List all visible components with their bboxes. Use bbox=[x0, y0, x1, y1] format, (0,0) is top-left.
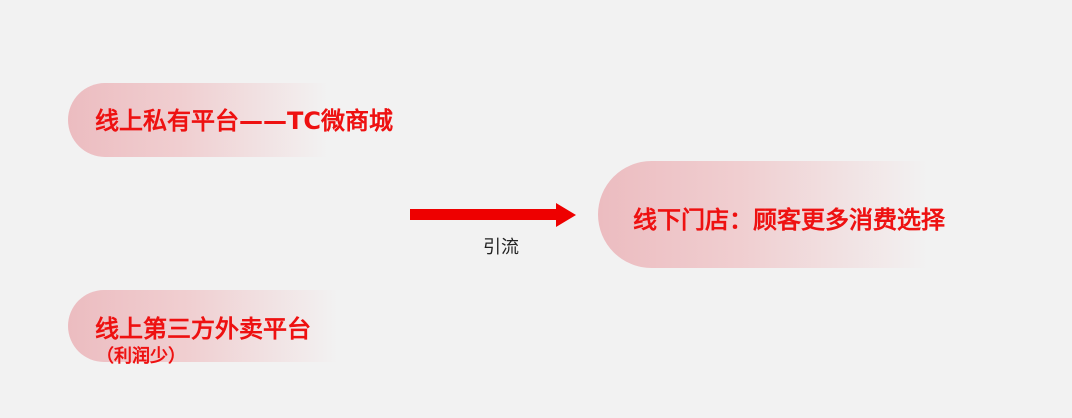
traffic-flow-arrow bbox=[410, 203, 576, 227]
arrow-head bbox=[556, 203, 576, 227]
third-party-platform-sublabel: （利润少） bbox=[96, 346, 186, 367]
offline-store-pill bbox=[598, 161, 928, 268]
third-party-platform-label: 线上第三方外卖平台 bbox=[95, 315, 311, 343]
arrow-shaft bbox=[410, 209, 556, 220]
online-private-platform-label: 线上私有平台——TC微商城 bbox=[95, 107, 393, 135]
third-party-platform-pill bbox=[68, 290, 338, 362]
online-private-platform-pill bbox=[68, 83, 328, 157]
arrow-caption: 引流 bbox=[483, 237, 519, 258]
offline-store-label: 线下门店：顾客更多消费选择 bbox=[633, 206, 945, 234]
